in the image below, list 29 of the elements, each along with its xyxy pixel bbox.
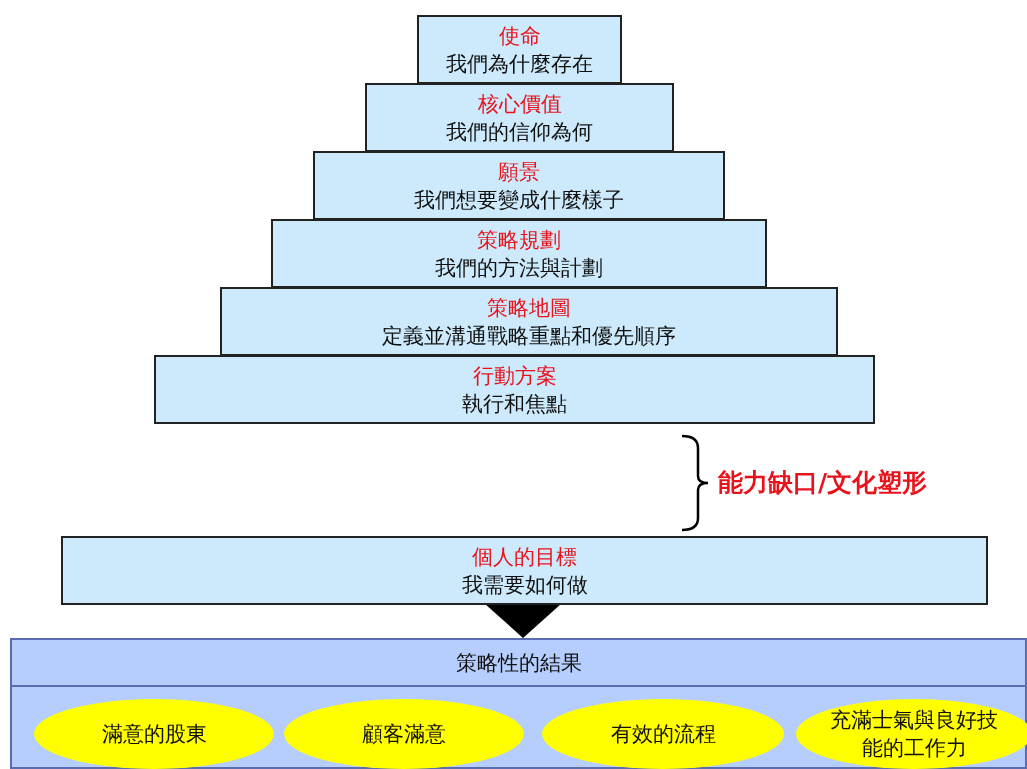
band-heading: 策略性的結果	[455, 649, 582, 677]
pyramid-tier	[313, 151, 725, 220]
tier-heading: 個人的目標	[472, 543, 577, 571]
tier-heading: 願景	[498, 158, 540, 186]
pyramid-tier	[61, 536, 988, 605]
pyramid-tier	[417, 15, 622, 84]
tier-heading: 行動方案	[472, 362, 557, 390]
pyramid-tier	[271, 219, 767, 288]
ellipse-text: 有效的流程	[609, 721, 717, 748]
pyramid-tier	[365, 83, 674, 152]
tier-heading: 策略地圖	[487, 294, 571, 322]
tier-description: 我們的方法與計劃	[435, 254, 603, 282]
tier-description: 定義並溝通戰略重點和優先順序	[382, 322, 676, 350]
tier-description: 我們的信仰為何	[446, 118, 593, 146]
pyramid-tier	[220, 287, 838, 356]
tier-heading: 核心價值	[477, 90, 562, 118]
pyramid-tier	[154, 355, 875, 424]
bracket-label: 能力缺口/文化塑形	[718, 467, 928, 499]
tier-heading: 策略規劃	[477, 226, 561, 254]
ellipse-text: 充滿士氣與良好技能的工作力	[829, 707, 999, 762]
ellipse-text: 顧客滿意	[361, 721, 447, 748]
arrow	[485, 604, 561, 639]
tier-description: 執行和焦點	[462, 390, 567, 418]
tier-heading: 使命	[498, 22, 541, 50]
results-band	[10, 638, 1027, 769]
tier-description: 我們想要變成什麼樣子	[414, 186, 624, 214]
tier-description: 我需要如何做	[461, 571, 588, 599]
tier-description: 我們為什麼存在	[446, 50, 593, 78]
ellipse-text: 滿意的股東	[100, 721, 208, 748]
